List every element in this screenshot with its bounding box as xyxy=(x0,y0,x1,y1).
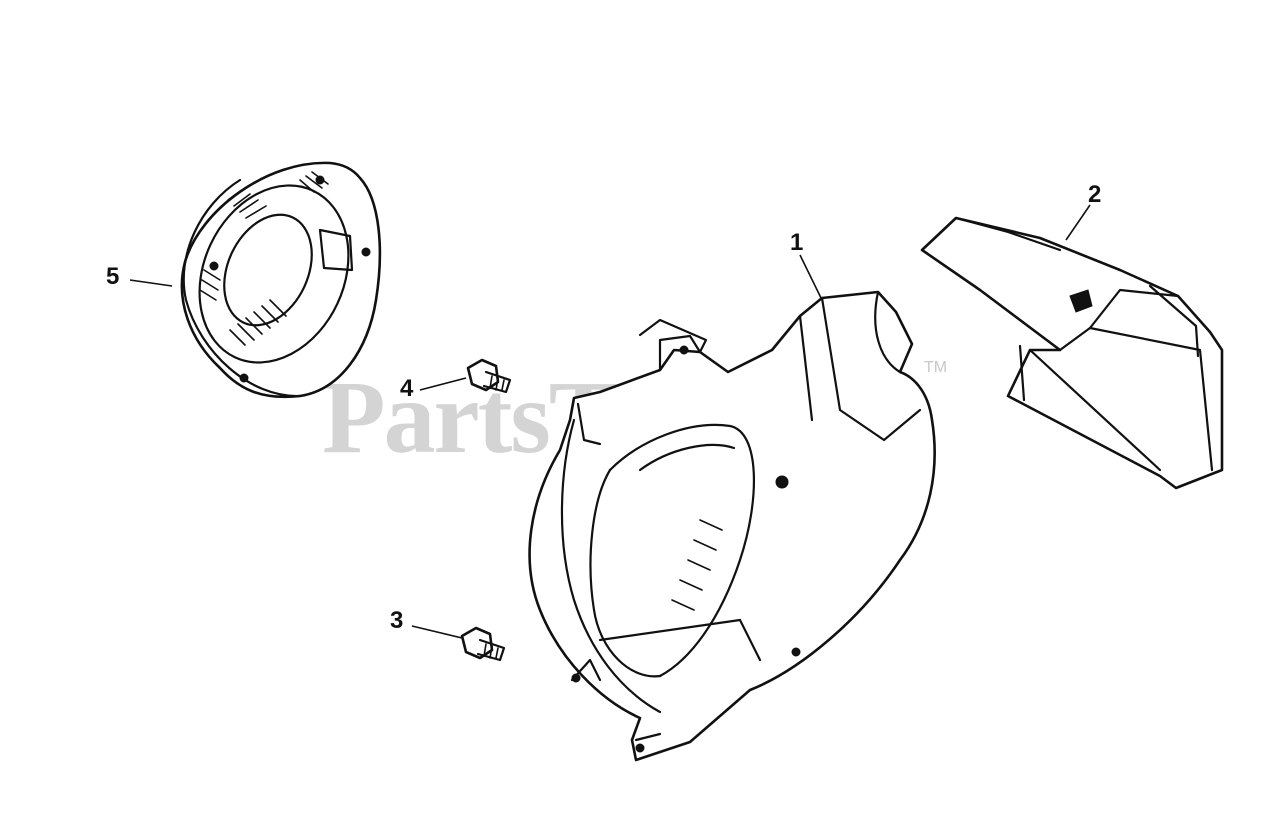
watermark-trademark: TM xyxy=(924,359,947,376)
leader-lines xyxy=(129,204,1091,639)
part-4-bolt[interactable] xyxy=(466,358,512,394)
part-1-blower-housing[interactable] xyxy=(528,290,936,762)
callout-4: 4 xyxy=(400,375,414,402)
callout-5: 5 xyxy=(106,263,119,290)
callout-2: 2 xyxy=(1088,181,1101,208)
callout-1: 1 xyxy=(790,229,803,256)
part-5-starter-cover[interactable] xyxy=(172,161,382,399)
part-2-air-guide[interactable] xyxy=(920,216,1224,490)
callout-3: 3 xyxy=(390,607,403,634)
part-3-bolt[interactable] xyxy=(460,626,506,662)
